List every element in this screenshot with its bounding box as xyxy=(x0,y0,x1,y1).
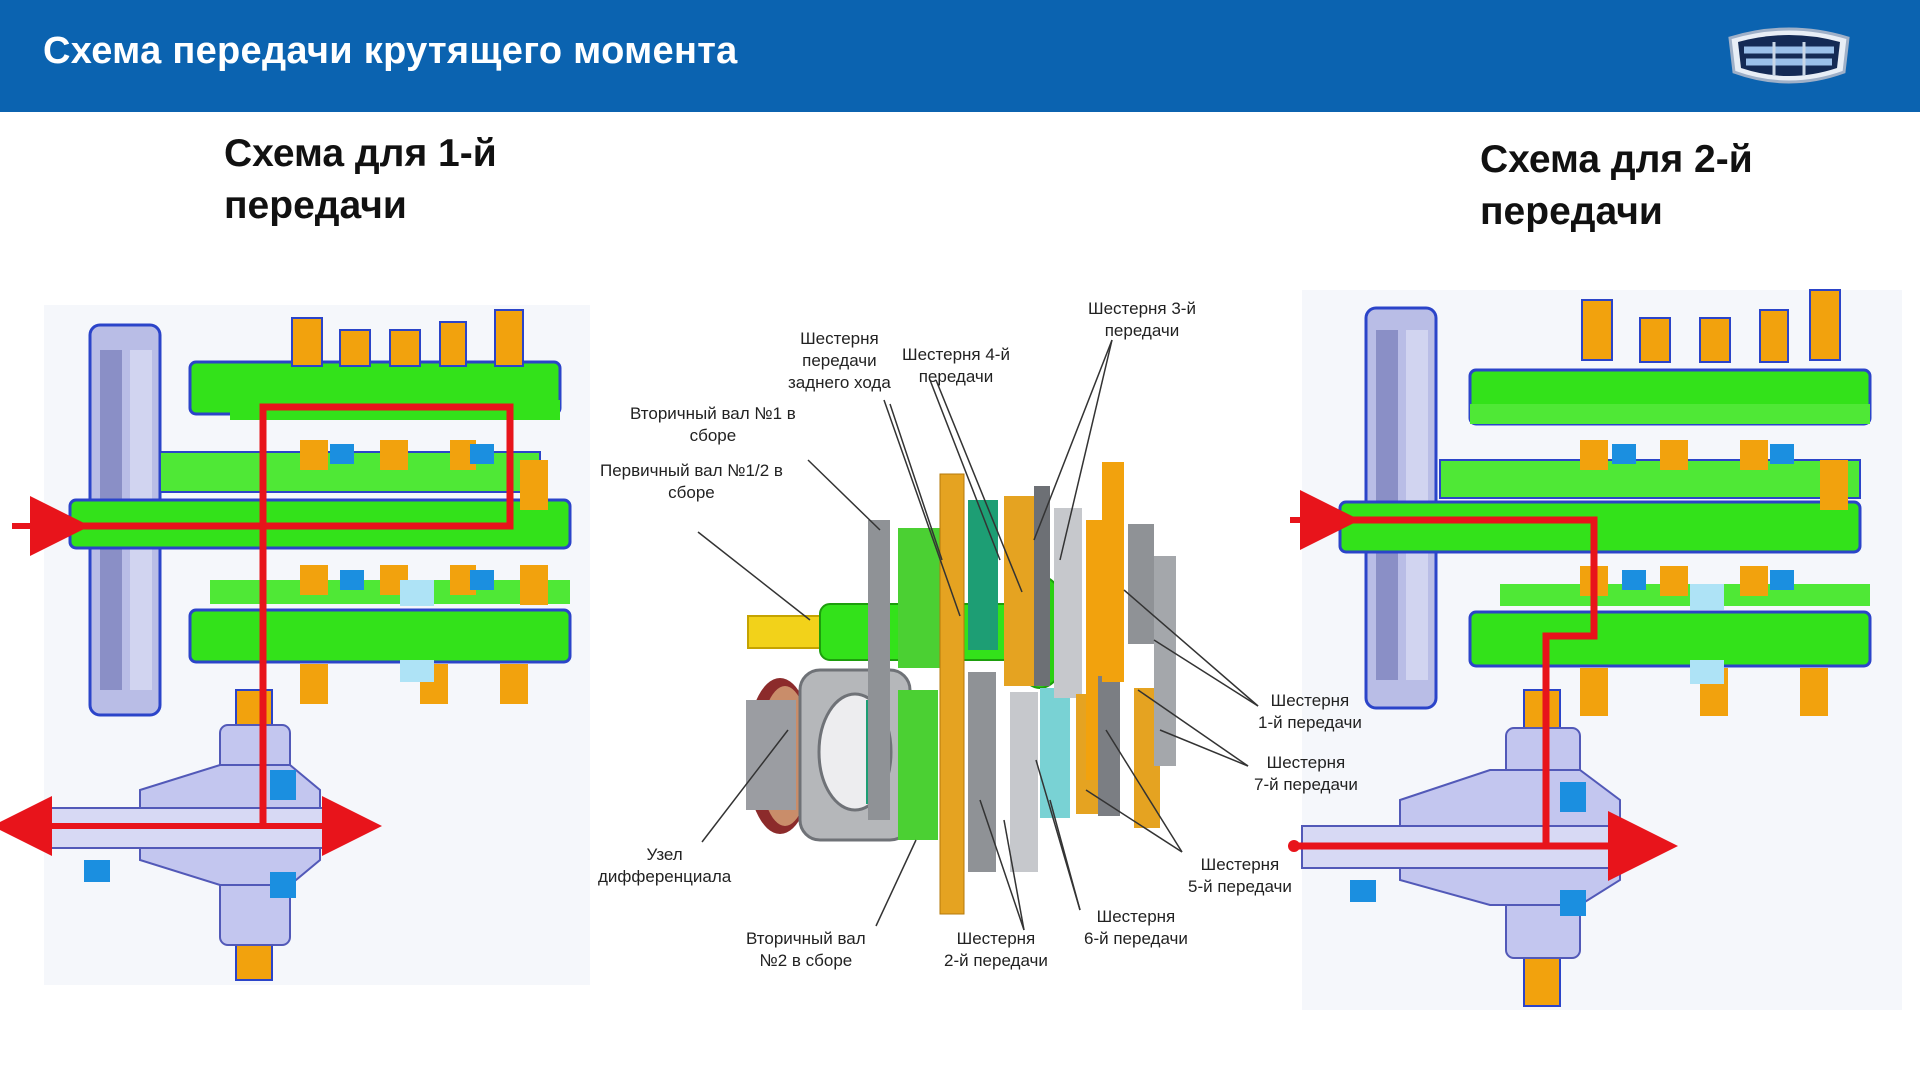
label-gear-7-line1: Шестерня xyxy=(1266,753,1346,772)
label-output-shaft-1-line2: сборе xyxy=(689,426,737,445)
label-gear-6: Шестерня 6-й передачи xyxy=(1084,906,1188,950)
label-output-shaft-1: Вторичный вал №1 в сборе xyxy=(630,403,796,447)
first-gear-power-path xyxy=(0,403,514,856)
label-reverse-gear-line1: Шестерня xyxy=(800,329,879,348)
label-gear-5-line2: 5-й передачи xyxy=(1188,877,1292,896)
label-gear-5: Шестерня 5-й передачи xyxy=(1188,854,1292,898)
label-gear-4: Шестерня 4-й передачи xyxy=(902,344,1010,388)
label-input-shaft-1-2-line2: сборе xyxy=(668,483,715,502)
label-gear-4-line2: передачи xyxy=(918,367,994,386)
second-gear-title-line1: Схема для 2-й xyxy=(1480,138,1753,181)
label-gear-5-line1: Шестерня xyxy=(1200,855,1280,874)
label-differential: Узел дифференциала xyxy=(598,844,731,888)
label-gear-1-line1: Шестерня xyxy=(1270,691,1350,710)
label-leader-lines xyxy=(697,339,1259,931)
label-gear-2: Шестерня 2-й передачи xyxy=(944,928,1048,972)
label-gear-4-line1: Шестерня 4-й xyxy=(902,345,1010,364)
label-input-shaft-1-2-line1: Первичный вал №1/2 в xyxy=(600,461,783,480)
label-reverse-gear: Шестерня передачи заднего хода xyxy=(788,328,891,394)
second-gear-title-line2: передачи xyxy=(1480,190,1663,233)
label-gear-2-line2: 2-й передачи xyxy=(944,951,1048,970)
label-reverse-gear-line3: заднего хода xyxy=(788,373,891,392)
label-output-shaft-1-line1: Вторичный вал №1 в xyxy=(630,404,796,423)
label-differential-line1: Узел xyxy=(646,845,683,864)
label-gear-1: Шестерня 1-й передачи xyxy=(1258,690,1362,734)
label-gear-6-line1: Шестерня xyxy=(1096,907,1176,926)
second-gear-cross-section xyxy=(1288,289,1902,1010)
label-gear-3: Шестерня 3-й передачи xyxy=(1088,298,1196,342)
geely-logo-icon xyxy=(1728,27,1850,84)
label-output-shaft-2-line1: Вторичный вал xyxy=(746,929,866,948)
label-output-shaft-2: Вторичный вал №2 в сборе xyxy=(746,928,866,972)
page-title: Схема передачи крутящего момента xyxy=(43,30,738,72)
first-gear-cross-section xyxy=(0,305,590,985)
label-input-shaft-1-2: Первичный вал №1/2 в сборе xyxy=(600,460,783,504)
label-gear-6-line2: 6-й передачи xyxy=(1084,929,1188,948)
label-gear-7: Шестерня 7-й передачи xyxy=(1254,752,1358,796)
label-gear-3-line1: Шестерня 3-й xyxy=(1088,299,1196,318)
second-gear-title: Схема для 2-й передачи xyxy=(1480,134,1753,238)
gearbox-3d-assembly xyxy=(746,462,1176,915)
first-gear-title-line1: Схема для 1-й xyxy=(224,132,497,175)
first-gear-title: Схема для 1-й передачи xyxy=(224,128,497,232)
label-gear-1-line2: 1-й передачи xyxy=(1258,713,1362,732)
second-gear-power-path xyxy=(1288,490,1678,881)
first-gear-title-line2: передачи xyxy=(224,184,407,227)
header-bar: Схема передачи крутящего момента xyxy=(0,0,1920,112)
label-gear-7-line2: 7-й передачи xyxy=(1254,775,1358,794)
label-reverse-gear-line2: передачи xyxy=(802,351,877,370)
label-gear-2-line1: Шестерня xyxy=(956,929,1036,948)
label-gear-3-line2: передачи xyxy=(1104,321,1180,340)
label-output-shaft-2-line2: №2 в сборе xyxy=(759,951,853,970)
label-differential-line2: дифференциала xyxy=(598,867,732,886)
